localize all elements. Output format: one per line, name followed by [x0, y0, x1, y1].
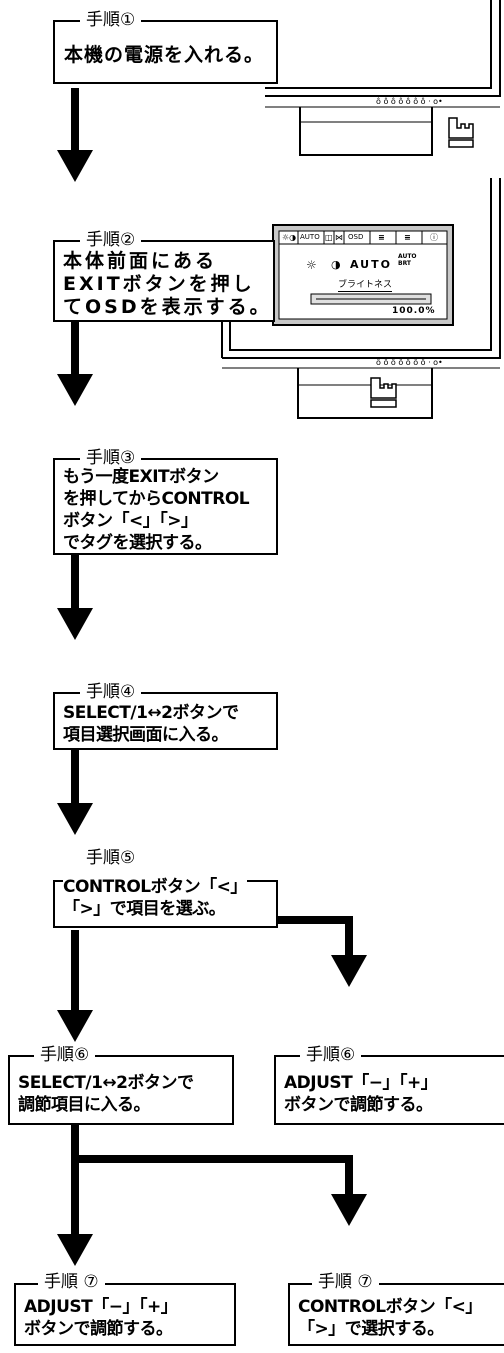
- svg-text:ô ô ô ô ô ô ô · o•: ô ô ô ô ô ô ô · o•: [376, 357, 443, 367]
- step-6b-box: [274, 1055, 504, 1125]
- hand-pointer-icon: [448, 117, 474, 148]
- hand-pointer-icon-2: [370, 377, 397, 408]
- step-7b-box: [288, 1283, 504, 1346]
- step-4-text: SELECT/1↔2ボタンで 項目選択画面に入る。: [63, 703, 239, 745]
- osd-auto-brt-label: AUTO BRT: [398, 253, 417, 267]
- step-2-box: [53, 240, 275, 322]
- osd-tab-auto[interactable]: AUTO: [300, 233, 320, 241]
- step-6a-text: SELECT/1↔2ボタンで 調節項目に入る。: [18, 1073, 194, 1115]
- step-3-title: 手順③: [80, 448, 142, 468]
- osd-tab-tools-2[interactable]: ≡: [404, 233, 411, 242]
- step-4-box: [53, 692, 278, 750]
- step-6a-box: [8, 1055, 234, 1125]
- osd-tab-bar: ☼◑ AUTO ◫ ⋈ OSD ≡ ≡ ⓘ: [279, 231, 447, 244]
- contrast-icon: ◑: [331, 258, 341, 271]
- svg-text:ô ô ô ô ô ô ô · o•: ô ô ô ô ô ô ô · o•: [376, 96, 443, 106]
- step-7a-box: [14, 1283, 236, 1346]
- step-5-text: CONTROLボタン「<」 「>」で項目を選ぶ。: [63, 876, 247, 920]
- step-7b-text: CONTROLボタン「<」 「>」で選択する。: [298, 1297, 482, 1339]
- osd-brightness-value: 100.0%: [392, 306, 436, 316]
- step-2-text: 本体前面にある EXITボタンを押し てOSDを表示する。: [63, 250, 272, 318]
- step-6b-title: 手順⑥: [300, 1045, 362, 1065]
- step-7a-text: ADJUST「−」「+」 ボタンで調節する。: [24, 1297, 178, 1339]
- step-4-title: 手順④: [80, 682, 142, 702]
- sun-icon: ☼: [306, 258, 317, 272]
- osd-tab-tools-1[interactable]: ≡: [378, 233, 385, 242]
- step-6b-text: ADJUST「−」「+」 ボタンで調節する。: [284, 1073, 438, 1115]
- step-1-text: 本機の電源を入れる。: [64, 44, 265, 66]
- step-3-text: もう一度EXITボタン を押してからCONTROL ボタン「<」「>」 でタグを…: [63, 467, 250, 553]
- step-5-title: 手順⑤: [80, 848, 142, 868]
- step-7b-title: 手順 ⑦: [312, 1272, 379, 1292]
- step-3-box: [53, 458, 278, 555]
- osd-tab-info[interactable]: ⓘ: [430, 233, 438, 242]
- osd-tab-size[interactable]: ⋈: [335, 233, 343, 242]
- step-2-title: 手順②: [80, 230, 142, 250]
- osd-tab-osd[interactable]: OSD: [348, 233, 364, 241]
- step-7a-title: 手順 ⑦: [38, 1272, 105, 1292]
- osd-tab-brightness[interactable]: ☼◑: [282, 233, 297, 242]
- osd-brightness-label: ブライトネス: [338, 280, 393, 292]
- step-6a-title: 手順⑥: [34, 1045, 96, 1065]
- step-1-box: [53, 20, 278, 84]
- osd-auto-label: AUTO: [350, 258, 392, 271]
- osd-tab-position[interactable]: ◫: [325, 233, 333, 242]
- step-1-title: 手順①: [80, 10, 142, 30]
